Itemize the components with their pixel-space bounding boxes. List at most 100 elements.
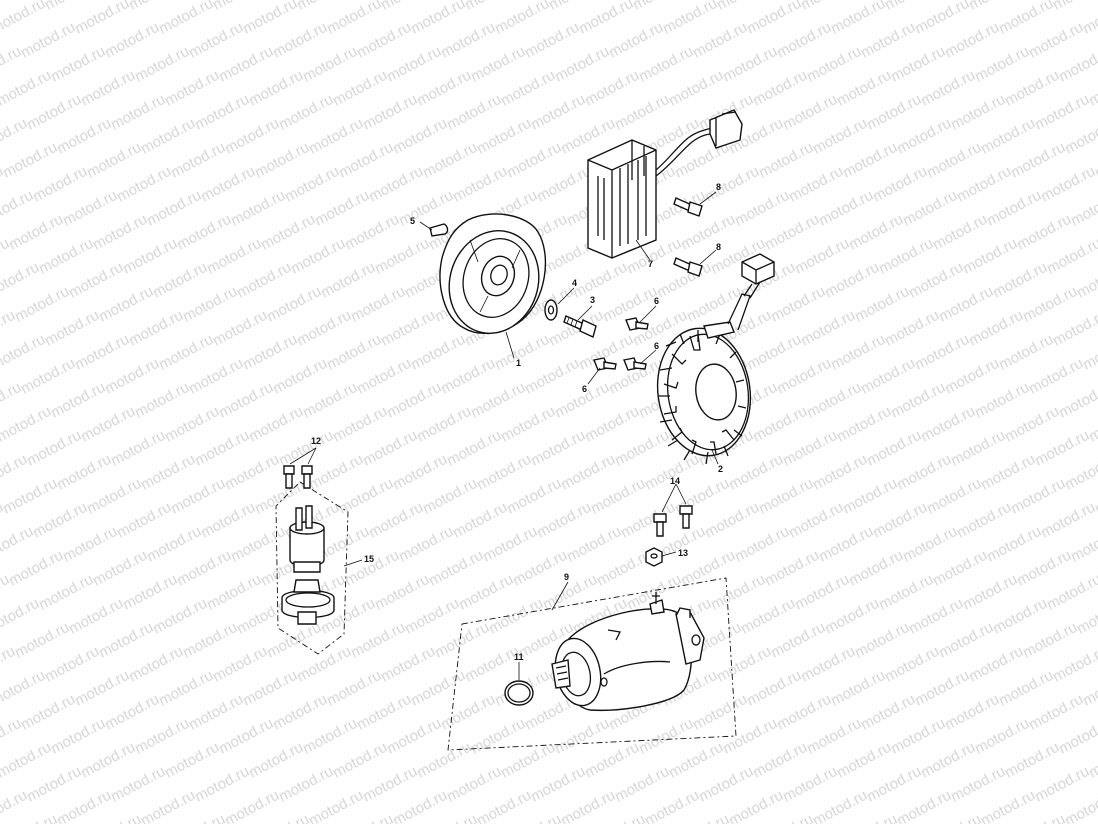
watermark-text: motod.ru: [0, 523, 36, 566]
watermark-text: motod.ru: [612, 91, 672, 134]
watermark-text: motod.ru: [756, 475, 816, 518]
voltage-regulator-icon: [587, 109, 743, 259]
watermark-text: motod.ru: [978, 451, 1038, 494]
bolt-icon: [673, 197, 703, 217]
watermark-text: motod.ru: [108, 763, 168, 806]
watermark-text: motod.ru: [918, 739, 978, 782]
watermark-text: motod.ru: [396, 523, 456, 566]
watermark-text: motod.ru: [342, 211, 402, 254]
watermark-text: motod.ru: [450, 499, 510, 542]
watermark-text: motod.ru: [492, 0, 552, 38]
watermark-text: motod.ru: [528, 91, 588, 134]
watermark-text: motod.ru: [0, 403, 54, 446]
watermark-text: motod.ru: [894, 451, 954, 494]
watermark-text: motod.ru: [138, 115, 198, 158]
watermark-text: motod.ru: [186, 19, 246, 62]
watermark-text: motod.ru: [426, 547, 486, 590]
watermark-text: motod.ru: [438, 19, 498, 62]
leader-lines: [289, 191, 719, 680]
watermark-text: motod.ru: [390, 115, 450, 158]
watermark-text: motod.ru: [636, 715, 696, 758]
watermark-text: motod.ru: [156, 667, 216, 710]
watermark-text: motod.ru: [750, 67, 810, 110]
watermark-text: motod.ru: [744, 667, 804, 710]
watermark-text: motod.ru: [270, 355, 330, 398]
watermark-text: motod.ru: [882, 643, 942, 686]
o-ring-icon: [504, 680, 534, 706]
watermark-text: motod.ru: [498, 403, 558, 446]
watermark-text: motod.ru: [504, 475, 564, 518]
watermark-text: motod.ru: [822, 259, 882, 302]
watermark-text: motod.ru: [510, 547, 570, 590]
watermark-text: motod.ru: [990, 259, 1050, 302]
watermark-text: motod.ru: [78, 739, 138, 782]
watermark-text: motod.ru: [612, 763, 672, 806]
watermark-text: motod.ru: [906, 595, 966, 638]
washer-icon: [544, 299, 558, 321]
watermark-text: motod.ru: [54, 451, 114, 494]
watermark-text: motod.ru: [714, 643, 774, 686]
watermark-text: motod.ru: [336, 475, 396, 518]
watermark-text: motod.ru: [1056, 379, 1098, 422]
watermark-text: motod.ru: [336, 139, 396, 182]
watermark-text: motod.ru: [330, 67, 390, 110]
watermark-text: motod.ru: [948, 763, 1008, 806]
watermark-text: motod.ru: [474, 451, 534, 494]
watermark-text: motod.ru: [618, 499, 678, 542]
watermark-text: motod.ru: [222, 115, 282, 158]
watermark-text: motod.ru: [888, 715, 948, 758]
watermark-text: motod.ru: [144, 523, 204, 566]
watermark-text: motod.ru: [582, 739, 642, 782]
watermark-text: motod.ru: [804, 43, 864, 86]
watermark-text: motod.ru: [372, 235, 432, 278]
watermark-text: motod.ru: [126, 643, 186, 686]
watermark-text: motod.ru: [780, 763, 840, 806]
watermark-text: motod.ru: [390, 451, 450, 494]
watermark-text: motod.ru: [162, 739, 222, 782]
watermark-text: motod.ru: [876, 571, 936, 614]
watermark-text: motod.ru: [756, 139, 816, 182]
watermark-text: motod.ru: [0, 0, 48, 38]
watermark-text: motod.ru: [132, 379, 192, 422]
watermark-text: motod.ru: [318, 259, 378, 302]
watermark-text: motod.ru: [408, 331, 468, 374]
watermark-text: motod.ru: [210, 307, 270, 350]
watermark-text: motod.ru: [942, 355, 1002, 398]
callout-8b: 8: [716, 242, 721, 252]
watermark-text: motod.ru: [552, 43, 612, 86]
watermark-text: motod.ru: [774, 691, 834, 734]
watermark-text: motod.ru: [138, 787, 198, 824]
watermark-text: motod.ru: [984, 187, 1044, 230]
watermark-text: motod.ru: [738, 595, 798, 638]
watermark-text: motod.ru: [996, 667, 1056, 710]
callout-1: 1: [516, 358, 521, 368]
watermark-text: motod.ru: [36, 571, 96, 614]
watermark-text: motod.ru: [1020, 283, 1080, 326]
watermark-text: motod.ru: [570, 259, 630, 302]
watermark-text: motod.ru: [192, 91, 252, 134]
watermark-text: motod.ru: [66, 259, 126, 302]
watermark-text: motod.ru: [882, 307, 942, 350]
watermark-text: motod.ru: [0, 739, 54, 782]
watermark-text: motod.ru: [378, 307, 438, 350]
watermark-text: motod.ru: [438, 355, 498, 398]
watermark-text: motod.ru: [732, 187, 792, 230]
watermark-text: motod.ru: [1038, 499, 1098, 542]
watermark-text: motod.ru: [942, 19, 1002, 62]
watermark-text: motod.ru: [666, 739, 726, 782]
watermark-text: motod.ru: [498, 739, 558, 782]
watermark-text: motod.ru: [924, 139, 984, 182]
watermark-text: motod.ru: [774, 19, 834, 62]
watermark-text: motod.ru: [636, 43, 696, 86]
watermark-text: motod.ru: [348, 283, 408, 326]
watermark-text: motod.ru: [948, 427, 1008, 470]
watermark-text: motod.ru: [888, 379, 948, 422]
watermark-text: motod.ru: [294, 643, 354, 686]
callout-6a: 6: [654, 296, 659, 306]
watermark-text: motod.ru: [114, 163, 174, 206]
watermark-text: motod.ru: [1014, 547, 1074, 590]
watermark-text: motod.ru: [852, 619, 912, 662]
watermark-text: motod.ru: [0, 139, 60, 182]
watermark-text: motod.ru: [588, 475, 648, 518]
